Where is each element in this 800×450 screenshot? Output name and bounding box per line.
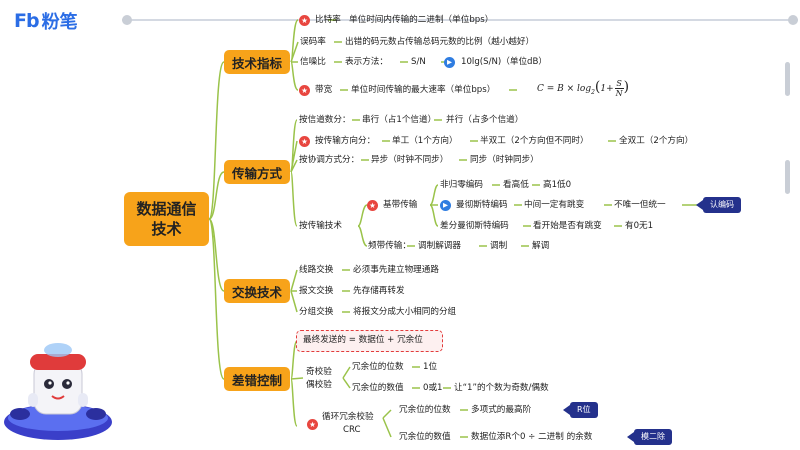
- async-item: 异步（时钟不同步）: [371, 155, 449, 165]
- by-direction-label: 按传输方向分：: [315, 136, 376, 146]
- logo-chinese: 粉笔: [41, 12, 78, 33]
- bar-left-cap: [122, 15, 132, 25]
- formula-numerator: S: [614, 79, 624, 89]
- message-switching-def: 先存储再转发: [353, 286, 405, 296]
- parity-rule: 让“1”的个数为奇数/偶数: [454, 383, 549, 393]
- recognize-encoding-tag: 认编码: [696, 197, 741, 213]
- pointer-icon: ▶: [444, 57, 455, 68]
- error-rate-definition: 出错的码元数占传输总码元数的比例（越小越好）: [345, 37, 535, 47]
- band-transmission-label: 频带传输：: [368, 241, 411, 251]
- by-tech-label: 按传输技术: [299, 221, 342, 231]
- formula-denominator: N: [615, 89, 623, 98]
- crc-redundant-count-value: 多项式的最高阶: [471, 405, 532, 415]
- parity-redundant-value-v: 0或1: [423, 383, 443, 393]
- serial-item: 串行（占1个信道）: [362, 115, 437, 125]
- category-switching[interactable]: 交换技术: [224, 279, 290, 303]
- root-node[interactable]: 数据通信技术: [124, 192, 209, 246]
- parallel-item: 并行（占多个信道）: [446, 115, 524, 125]
- snr-method-label: 表示方法：: [345, 57, 388, 67]
- full-duplex-item: 全双工（2个方向）: [619, 136, 694, 146]
- bitrate-definition: 单位时间内传输的二进制（单位bps）: [349, 15, 494, 25]
- final-sent-formula: 最终发送的 = 数据位 + 冗余位: [303, 335, 423, 345]
- modem-item: 调制解调器: [418, 241, 461, 251]
- root-label: 数据通信技术: [136, 200, 197, 238]
- parity-redundant-count-value: 1位: [423, 362, 438, 372]
- odd-parity-label: 奇校验: [306, 367, 332, 377]
- logo-latin: Fb: [14, 10, 40, 32]
- formula-paren-term: 1+: [600, 84, 614, 94]
- packet-switching: 分组交换: [299, 307, 334, 317]
- circuit-switching-def: 必须事先建立物理通路: [353, 265, 439, 275]
- message-switching: 报文交换: [299, 286, 334, 296]
- demodulation-item: 解调: [532, 241, 550, 251]
- nrz-rule-1: 看高低: [503, 180, 529, 190]
- star-icon: ★: [299, 15, 310, 26]
- parity-redundant-count: 冗余位的位数: [352, 362, 404, 372]
- star-icon: ★: [299, 136, 310, 147]
- star-icon: ★: [299, 85, 310, 96]
- simplex-item: 单工（1个方向）: [392, 136, 458, 146]
- bar-right-cap: [788, 15, 798, 25]
- category-transmission[interactable]: 传输方式: [224, 160, 290, 184]
- formula-left: C = B × log: [537, 84, 592, 94]
- manchester-encoding: 曼彻斯特编码: [456, 200, 508, 210]
- diff-manchester-encoding: 差分曼彻斯特编码: [440, 221, 509, 231]
- manchester-rule-1: 中间一定有跳变: [524, 200, 585, 210]
- snr-decibel: 10lg(S/N)（单位dB）: [461, 57, 547, 67]
- fenbi-logo: Fb 粉笔: [14, 8, 78, 34]
- circuit-switching: 线路交换: [299, 265, 334, 275]
- even-parity-label: 偶校验: [306, 380, 332, 390]
- nrz-encoding: 非归零编码: [440, 180, 483, 190]
- packet-switching-def: 将报文分成大小相同的分组: [353, 307, 457, 317]
- category-tech-metrics[interactable]: 技术指标: [224, 50, 290, 74]
- category-label: 差错控制: [231, 372, 282, 388]
- sync-item: 同步（时钟同步）: [470, 155, 539, 165]
- star-icon: ★: [367, 200, 378, 211]
- modulation-item: 调制: [490, 241, 508, 251]
- crc-redundant-value: 冗余位的数值: [399, 432, 451, 442]
- bandwidth-label: 带宽: [315, 85, 333, 95]
- category-label: 传输方式: [231, 165, 282, 181]
- diff-manchester-rule-2: 有0无1: [625, 221, 654, 231]
- nrz-rule-2: 高1低0: [543, 180, 572, 190]
- bandwidth-definition: 单位时间传输的最大速率（单位bps）: [351, 85, 496, 95]
- error-rate-label: 误码率: [300, 37, 326, 47]
- manchester-rule-2: 不唯一但统一: [614, 200, 666, 210]
- category-label: 交换技术: [231, 284, 282, 300]
- category-error-control[interactable]: 差错控制: [224, 367, 290, 391]
- star-icon: ★: [307, 419, 318, 430]
- r-bits-tag: R位: [563, 402, 598, 418]
- by-channel-label: 按信道数分：: [299, 115, 351, 125]
- by-sync-label: 按协调方式分：: [299, 155, 360, 165]
- snr-label: 信噪比: [300, 57, 326, 67]
- baseband-label: 基带传输: [383, 200, 418, 210]
- crc-label: 循环冗余校验: [322, 412, 374, 422]
- snr-ratio: S/N: [411, 57, 426, 67]
- pointer-icon: ▶: [440, 200, 451, 211]
- scroll-handle-top[interactable]: [785, 62, 790, 96]
- formula-log-base: 2: [591, 88, 595, 96]
- diff-manchester-rule-1: 看开始是否有跳变: [533, 221, 602, 231]
- mod2-division-tag: 模二除: [627, 429, 672, 445]
- bitrate-label: 比特率: [315, 15, 341, 25]
- crc-abbrev: CRC: [343, 425, 361, 435]
- crc-redundant-value-v: 数据位添R个0 ÷ 二进制 的余数: [471, 432, 593, 442]
- crc-redundant-count: 冗余位的位数: [399, 405, 451, 415]
- scroll-handle-mid[interactable]: [785, 160, 790, 194]
- half-duplex-item: 半双工（2个方向但不同时）: [480, 136, 589, 146]
- top-progress-bar: [122, 15, 798, 25]
- mascot-illustration: [4, 343, 112, 440]
- category-label: 技术指标: [231, 55, 282, 71]
- parity-redundant-value: 冗余位的数值: [352, 383, 404, 393]
- final-sent-box: [296, 330, 443, 352]
